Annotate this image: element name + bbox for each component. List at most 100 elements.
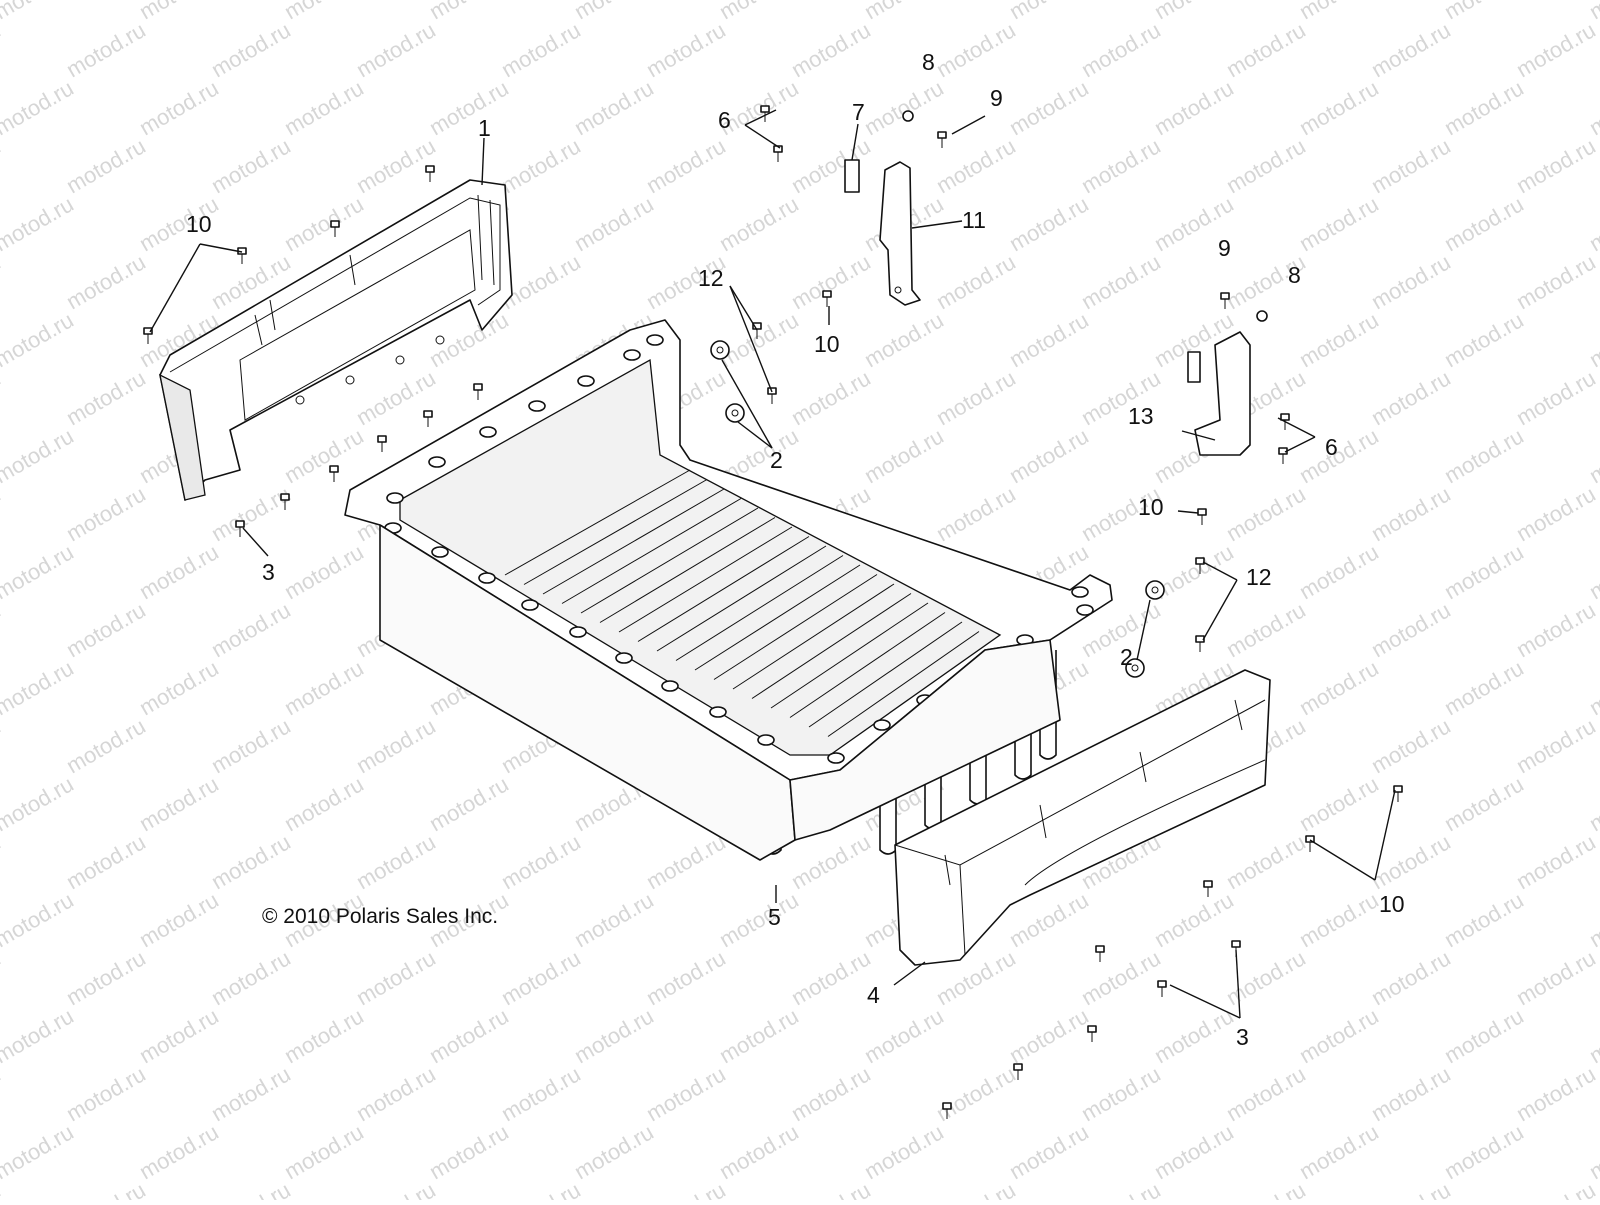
watermark-text: motod.ru bbox=[0, 771, 78, 836]
watermark-text: motod.ru bbox=[62, 713, 150, 778]
callout-12: 12 bbox=[1246, 564, 1272, 590]
watermark-text: motod.ru bbox=[570, 0, 658, 24]
callout-10: 10 bbox=[1379, 891, 1405, 917]
watermark-text: motod.ru bbox=[1512, 945, 1600, 1010]
watermark-text: motod.ru bbox=[1367, 249, 1455, 314]
floor-rib bbox=[637, 536, 810, 642]
floor-rib bbox=[770, 602, 929, 709]
watermark-text: motod.ru bbox=[1440, 1119, 1528, 1184]
rim-hole bbox=[1076, 604, 1094, 616]
callout-9: 9 bbox=[990, 85, 1003, 111]
watermark-text: motod.ru bbox=[1512, 1177, 1600, 1200]
watermark-text: motod.ru bbox=[1295, 307, 1383, 372]
rim-hole bbox=[757, 734, 775, 746]
watermark-text: motod.ru bbox=[1077, 249, 1165, 314]
watermark-text: motod.ru bbox=[860, 307, 948, 372]
watermark-text: motod.ru bbox=[1440, 307, 1528, 372]
clip-part-7b bbox=[1187, 351, 1201, 383]
watermark-text: motod.ru bbox=[135, 771, 223, 836]
watermark-text: motod.ru bbox=[135, 1003, 223, 1068]
rim-hole bbox=[1071, 586, 1089, 598]
callout-8: 8 bbox=[1288, 262, 1301, 288]
watermark-text: motod.ru bbox=[1585, 1003, 1600, 1068]
rim-hole bbox=[428, 456, 446, 468]
watermark-text: motod.ru bbox=[352, 1177, 440, 1200]
floor-rib bbox=[542, 488, 725, 595]
watermark-text: motod.ru bbox=[280, 1119, 368, 1184]
floor-rib bbox=[599, 517, 776, 623]
watermark-text: motod.ru bbox=[62, 249, 150, 314]
watermark-text: motod.ru bbox=[1222, 945, 1310, 1010]
watermark-text: motod.ru bbox=[787, 365, 875, 430]
callout-9: 9 bbox=[1218, 235, 1231, 261]
watermark-text: motod.ru bbox=[352, 365, 440, 430]
floor-rib bbox=[694, 564, 861, 671]
watermark-text: motod.ru bbox=[1585, 1119, 1600, 1184]
watermark-text: motod.ru bbox=[280, 0, 368, 24]
watermark-text: motod.ru bbox=[642, 17, 730, 82]
watermark-text: motod.ru bbox=[860, 1003, 948, 1068]
watermark-text: motod.ru bbox=[1295, 771, 1383, 836]
watermark-text: motod.ru bbox=[207, 945, 295, 1010]
watermark-text: motod.ru bbox=[0, 365, 5, 430]
watermark-text: motod.ru bbox=[0, 191, 78, 256]
copyright-notice: © 2010 Polaris Sales Inc. bbox=[262, 905, 498, 928]
watermark-text: motod.ru bbox=[787, 17, 875, 82]
watermark-text: motod.ru bbox=[0, 597, 5, 662]
watermark-text: motod.ru bbox=[1440, 0, 1528, 24]
screw bbox=[942, 1102, 952, 1119]
rim-hole bbox=[615, 652, 633, 664]
rim-hole bbox=[827, 752, 845, 764]
watermark-text: motod.ru bbox=[1440, 771, 1528, 836]
screw bbox=[1203, 880, 1213, 897]
floor-rib bbox=[732, 583, 895, 690]
watermark-text: motod.ru bbox=[932, 1177, 1020, 1200]
watermark-text: motod.ru bbox=[787, 1177, 875, 1200]
watermark-text: motod.ru bbox=[1367, 1177, 1455, 1200]
watermark-text: motod.ru bbox=[425, 771, 513, 836]
watermark-text: motod.ru bbox=[280, 539, 368, 604]
screw bbox=[235, 520, 245, 537]
watermark-text: motod.ru bbox=[1295, 539, 1383, 604]
watermark-text: motod.ru bbox=[642, 1061, 730, 1126]
watermark-text: motod.ru bbox=[1005, 191, 1093, 256]
tailgate-part-4 bbox=[894, 669, 1271, 966]
callout-10: 10 bbox=[814, 331, 840, 357]
watermark-text: motod.ru bbox=[932, 481, 1020, 546]
bracket-part-11 bbox=[879, 161, 921, 306]
floor-rib bbox=[675, 555, 844, 661]
watermark-text: motod.ru bbox=[932, 249, 1020, 314]
watermark-text: motod.ru bbox=[135, 75, 223, 140]
watermark-text: motod.ru bbox=[0, 1119, 78, 1184]
watermark-text: motod.ru bbox=[280, 1003, 368, 1068]
watermark-text: motod.ru bbox=[352, 713, 440, 778]
watermark-text: motod.ru bbox=[497, 133, 585, 198]
watermark-text: motod.ru bbox=[352, 829, 440, 894]
floor-rib bbox=[580, 507, 759, 614]
watermark-text: motod.ru bbox=[352, 945, 440, 1010]
watermark-text: motod.ru bbox=[135, 655, 223, 720]
watermark-text: motod.ru bbox=[352, 1061, 440, 1126]
watermark-text: motod.ru bbox=[1222, 481, 1310, 546]
watermark-text: motod.ru bbox=[1367, 829, 1455, 894]
callout-labels: 1 10 3 6 7 8 9 11 12 10 2 9 8 13 6 10 12… bbox=[186, 49, 1405, 1050]
watermark-text: motod.ru bbox=[1077, 17, 1165, 82]
watermark-text: motod.ru bbox=[135, 1119, 223, 1184]
screw bbox=[760, 105, 770, 122]
watermark-text: motod.ru bbox=[1440, 539, 1528, 604]
watermark-text: motod.ru bbox=[1222, 133, 1310, 198]
cargo-box-part-5 bbox=[344, 319, 1113, 861]
screw bbox=[1220, 292, 1230, 309]
watermark-text: motod.ru bbox=[0, 75, 78, 140]
watermark-text: motod.ru bbox=[207, 133, 295, 198]
watermark-text: motod.ru bbox=[497, 829, 585, 894]
watermark-text: motod.ru bbox=[1005, 423, 1093, 488]
clip-part-7 bbox=[844, 159, 860, 193]
watermark-text: motod.ru bbox=[932, 1061, 1020, 1126]
watermark-text: motod.ru bbox=[0, 133, 5, 198]
watermark-text: motod.ru bbox=[1512, 365, 1600, 430]
watermark-text: motod.ru bbox=[1295, 0, 1383, 24]
watermark-text: motod.ru bbox=[1440, 1003, 1528, 1068]
